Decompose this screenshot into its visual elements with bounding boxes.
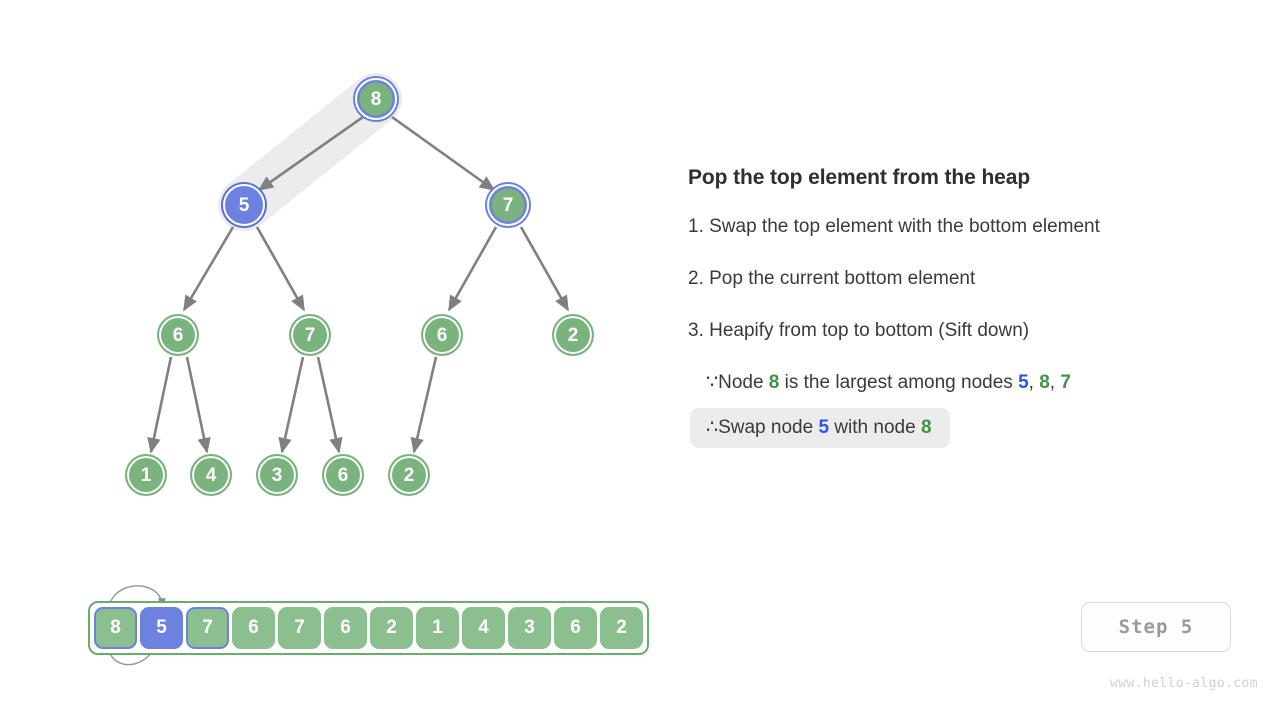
array-cell-value: 2 xyxy=(616,617,627,638)
step-item-1: 1. Swap the top element with the bottom … xyxy=(688,216,1100,237)
tree-node-label: 2 xyxy=(567,324,579,346)
array-cell-value: 2 xyxy=(386,617,397,638)
tree-node-label: 6 xyxy=(172,324,184,346)
step-item-3: 3. Heapify from top to bottom (Sift down… xyxy=(688,320,1030,341)
because-prefix: Node xyxy=(718,372,769,393)
explanation-panel: Pop the top element from the heap 1. Swa… xyxy=(688,0,1248,720)
tree-node-l3-1[interactable]: 4 xyxy=(190,454,232,496)
tree-node-label: 7 xyxy=(502,194,514,216)
heap-array: 8 5 7 6 7 6 2 1 4 3 6 2 xyxy=(88,601,649,655)
array-cell-7[interactable]: 1 xyxy=(416,607,459,649)
array-cell-value: 6 xyxy=(340,617,351,638)
tree-node-label: 8 xyxy=(370,88,382,110)
step-badge: Step 5 xyxy=(1081,602,1231,652)
comma-1: , xyxy=(1049,372,1061,393)
array-cell-value: 6 xyxy=(248,617,259,638)
edge-n3-n7 xyxy=(147,356,173,454)
edge-n2-n6 xyxy=(519,226,570,312)
edge-n3-n8 xyxy=(185,356,211,454)
tree-edges-layer xyxy=(147,73,570,454)
array-cell-9[interactable]: 3 xyxy=(508,607,551,649)
tree-node-label: 4 xyxy=(205,464,217,486)
array-cell-3[interactable]: 6 xyxy=(232,607,275,649)
edge-n1-n4 xyxy=(255,226,306,312)
because-symbol: ∵ xyxy=(706,372,719,393)
tree-node-l3-0[interactable]: 1 xyxy=(125,454,167,496)
tree-node-label: 3 xyxy=(271,464,283,486)
heap-diagram: 8 5 7 6 7 6 2 1 4 3 6 2 xyxy=(88,73,649,666)
tree-edges xyxy=(147,115,570,454)
array-cell-value: 3 xyxy=(524,617,535,638)
therefore-middle: with node xyxy=(829,417,921,438)
tree-node-l2-1[interactable]: 7 xyxy=(289,314,331,356)
therefore-from-value: 5 xyxy=(818,417,830,438)
tree-node-8[interactable]: 8 xyxy=(355,78,397,120)
array-cell-5[interactable]: 6 xyxy=(324,607,367,649)
because-candidate-0: 5 xyxy=(1018,372,1029,393)
reason-because: ∵Node 8 is the largest among nodes 5, 8,… xyxy=(706,371,1071,394)
array-cell-10[interactable]: 6 xyxy=(554,607,597,649)
edge-n2-n5 xyxy=(447,226,498,312)
array-cell-value: 1 xyxy=(432,617,443,638)
because-node-value: 8 xyxy=(768,372,780,393)
because-candidate-1: 8 xyxy=(1039,372,1050,393)
because-middle: is the largest among nodes xyxy=(779,372,1019,393)
tree-node-l3-2[interactable]: 3 xyxy=(256,454,298,496)
tree-node-l2-0[interactable]: 6 xyxy=(157,314,199,356)
edge-n1-n3 xyxy=(182,226,235,312)
array-cell-6[interactable]: 2 xyxy=(370,607,413,649)
sift-down-highlight-band xyxy=(218,73,402,231)
array-cell-value: 5 xyxy=(156,617,167,638)
panel-title: Pop the top element from the heap xyxy=(688,166,1031,189)
tree-node-label: 7 xyxy=(304,324,316,346)
tree-node-label: 6 xyxy=(436,324,448,346)
therefore-prefix: Swap node xyxy=(718,417,819,438)
tree-node-5[interactable]: 5 xyxy=(223,184,265,226)
tree-node-l3-4[interactable]: 2 xyxy=(388,454,430,496)
array-cell-value: 6 xyxy=(570,617,581,638)
tree-node-label: 1 xyxy=(140,464,152,486)
array-cell-1[interactable]: 5 xyxy=(140,607,183,649)
array-cell-value: 8 xyxy=(110,617,121,638)
therefore-symbol: ∴ xyxy=(706,417,719,438)
array-cell-8[interactable]: 4 xyxy=(462,607,505,649)
array-cell-2[interactable]: 7 xyxy=(186,607,229,649)
tree-node-l3-3[interactable]: 6 xyxy=(322,454,364,496)
array-cell-11[interactable]: 2 xyxy=(600,607,643,649)
edge-n5-n11 xyxy=(410,356,438,454)
because-candidate-2: 7 xyxy=(1060,372,1071,393)
tree-node-7-right[interactable]: 7 xyxy=(487,184,529,226)
array-cell-4[interactable]: 7 xyxy=(278,607,321,649)
edge-n4-n10 xyxy=(316,356,343,454)
tree-node-label: 5 xyxy=(238,194,250,216)
comma-0: , xyxy=(1028,372,1040,393)
tree-node-label: 2 xyxy=(403,464,415,486)
watermark: www.hello-algo.com xyxy=(1109,676,1258,691)
tree-node-label: 6 xyxy=(337,464,349,486)
therefore-to-value: 8 xyxy=(920,417,932,438)
step-item-2: 2. Pop the current bottom element xyxy=(688,268,976,289)
array-cell-value: 4 xyxy=(478,617,489,638)
array-cell-value: 7 xyxy=(294,617,305,638)
edge-n0-n2 xyxy=(391,115,496,192)
tree-node-l2-3[interactable]: 2 xyxy=(552,314,594,356)
reason-therefore: ∴Swap node 5 with node 8 xyxy=(690,408,950,448)
tree-node-l2-2[interactable]: 6 xyxy=(421,314,463,356)
array-cell-0[interactable]: 8 xyxy=(94,607,137,649)
array-cell-value: 7 xyxy=(202,617,213,638)
edge-n4-n9 xyxy=(278,356,305,454)
edge-n0-n1 xyxy=(257,115,364,192)
